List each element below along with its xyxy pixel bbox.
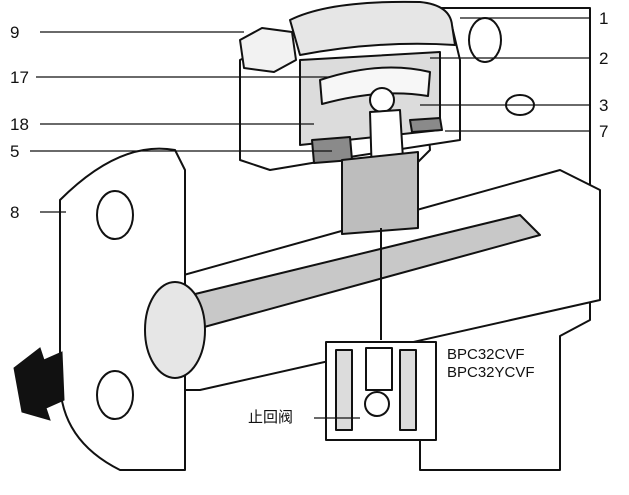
flange-hole-lower — [96, 370, 134, 420]
callout-5: 5 — [10, 142, 20, 161]
callout-2: 2 — [599, 49, 609, 68]
callout-17: 17 — [10, 68, 29, 87]
model-label-1: BPC32CVF — [447, 346, 525, 363]
diaphragm — [319, 66, 431, 105]
flow-arrow — [13, 347, 65, 421]
insert-cavity — [341, 151, 419, 235]
strainer-right — [409, 117, 443, 133]
model-label-2: BPC32YCVF — [447, 364, 535, 381]
hex-nut — [239, 27, 297, 73]
detail-thread-right — [399, 349, 417, 431]
callout-18: 18 — [10, 115, 29, 134]
leader-lines — [30, 17, 590, 419]
callout-7: 7 — [599, 122, 609, 141]
detail-stem — [365, 347, 393, 391]
callout-9: 9 — [10, 23, 20, 42]
right-flange-hole — [468, 17, 502, 63]
flange-hole-upper — [96, 190, 134, 240]
flange-bore — [144, 281, 206, 379]
cap-top — [289, 0, 456, 56]
callout-1: 1 — [599, 9, 609, 28]
check-valve-label: 止回阀 — [248, 408, 294, 426]
ball — [369, 87, 395, 113]
callout-3: 3 — [599, 96, 609, 115]
detail-thread-left — [335, 349, 353, 431]
check-valve-ball — [364, 391, 390, 417]
callout-8: 8 — [10, 203, 20, 222]
